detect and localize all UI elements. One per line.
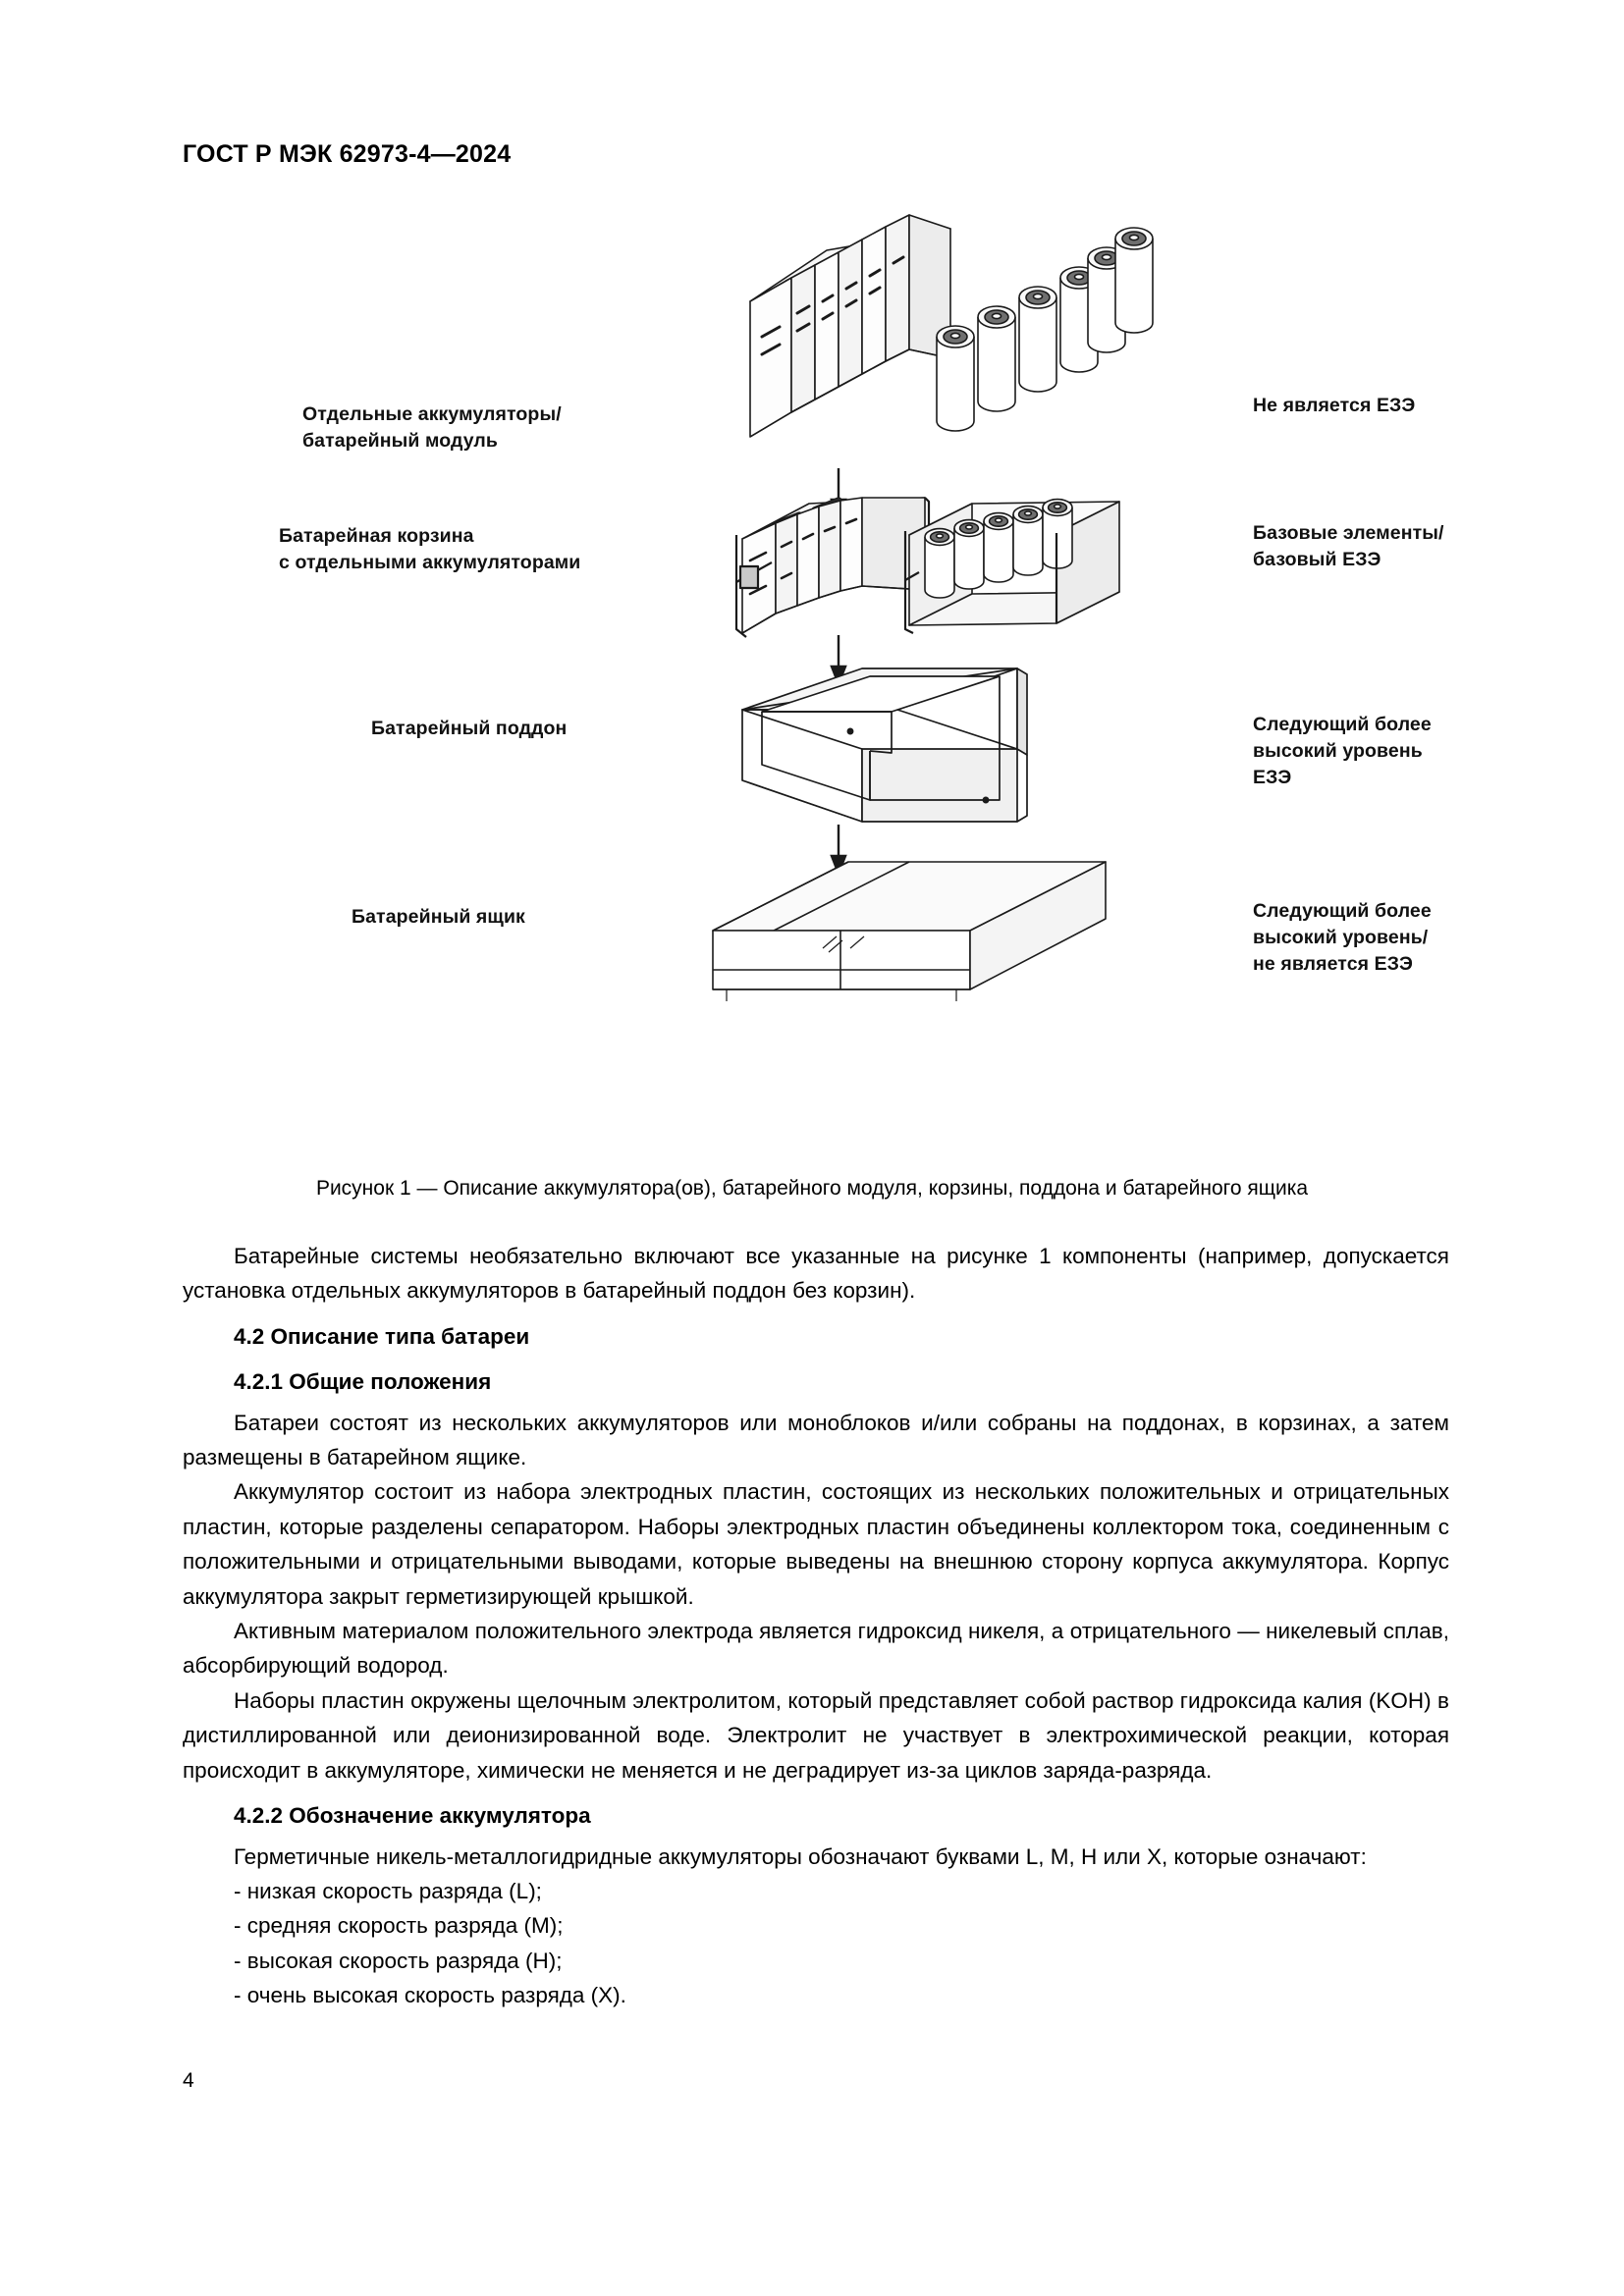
figure-label-battery-tray: Батарейный поддон xyxy=(371,718,568,739)
page-number: 4 xyxy=(183,2069,194,2092)
figure-art-battery-crate xyxy=(732,496,1145,643)
figure-label-battery-box: Батарейный ящик xyxy=(352,906,525,928)
list-item: - очень высокая скорость разряда (X). xyxy=(234,1983,626,2008)
heading-4-2-2: 4.2.2 Обозначение аккумулятора xyxy=(234,1803,591,1829)
body-content: Батарейные системы необязательно включаю… xyxy=(183,1239,1449,2013)
figure-label-next-level-ees: Следующий более высокий уровень ЕЗЭ xyxy=(1253,714,1432,788)
list-item: - низкая скорость разряда (L); xyxy=(234,1878,542,1903)
figure-label-base-elements: Базовые элементы/ базовый ЕЗЭ xyxy=(1253,522,1444,570)
paragraph-3: Активным материалом положительного элект… xyxy=(183,1619,1449,1679)
figure-art-individual-cells xyxy=(732,211,1154,471)
paragraph-intro: Батарейные системы необязательно включаю… xyxy=(183,1244,1449,1304)
list-item: - средняя скорость разряда (M); xyxy=(234,1913,564,1939)
discharge-rate-list: - низкая скорость разряда (L); - средняя… xyxy=(183,1874,1449,2013)
paragraph-5: Герметичные никель-металлогидридные акку… xyxy=(234,1843,1367,1869)
figure-label-next-level-or-not-ees: Следующий более высокий уровень/ не явля… xyxy=(1253,900,1432,975)
heading-4-2: 4.2 Описание типа батареи xyxy=(234,1323,530,1349)
figure-art-battery-tray xyxy=(732,663,1125,834)
figure-label-battery-crate: Батарейная корзина с отдельными аккумуля… xyxy=(279,525,581,573)
figure-1: Отдельные аккумуляторы/ батарейный модул… xyxy=(183,211,1449,1173)
document-header-standard-code: ГОСТ Р МЭК 62973-4—2024 xyxy=(183,140,512,168)
paragraph-2: Аккумулятор состоит из набора электродны… xyxy=(183,1479,1449,1609)
paragraph-1: Батареи состоят из нескольких аккумулято… xyxy=(183,1410,1449,1470)
figure-label-not-ees: Не является ЕЗЭ xyxy=(1253,395,1416,416)
paragraph-4: Наборы пластин окружены щелочным электро… xyxy=(183,1687,1449,1783)
figure-caption: Рисунок 1 — Описание аккумулятора(ов), б… xyxy=(315,1177,1309,1200)
figure-art-battery-box xyxy=(693,854,1125,1041)
list-item: - высокая скорость разряда (H); xyxy=(234,1948,563,1973)
figure-label-individual-cells: Отдельные аккумуляторы/ батарейный модул… xyxy=(302,403,562,452)
heading-4-2-1: 4.2.1 Общие положения xyxy=(234,1369,492,1395)
